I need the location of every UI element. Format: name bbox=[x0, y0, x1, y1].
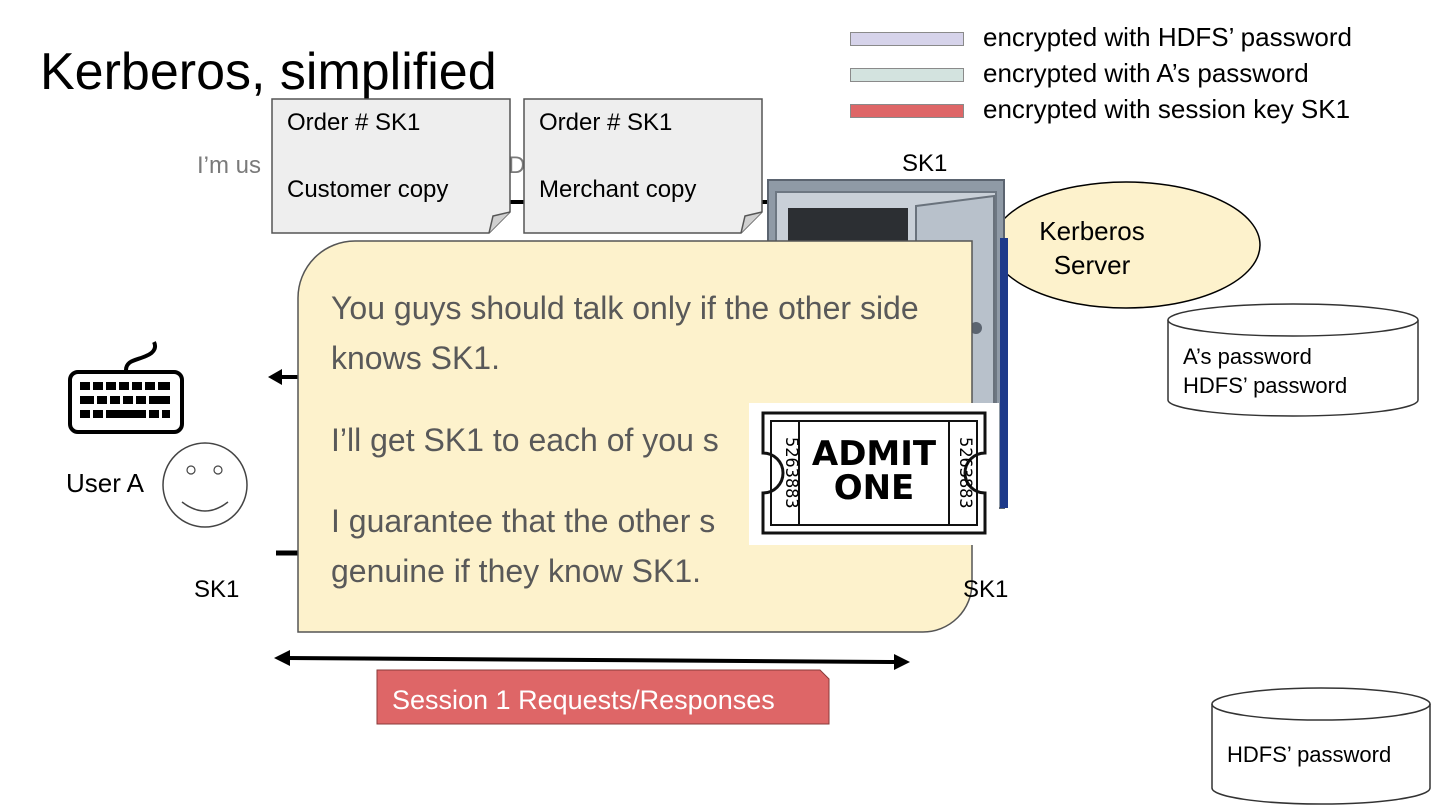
customer-copy-note bbox=[271, 98, 511, 234]
kerberos-server-label: Kerberos Server bbox=[1022, 214, 1162, 282]
ticket-serial-right: 5263883 bbox=[955, 437, 975, 509]
database-icon bbox=[1167, 303, 1419, 417]
legend-swatch-user-a bbox=[850, 68, 964, 82]
hdfs-database-label: HDFS’ password bbox=[1227, 742, 1392, 767]
user-session-key-label: SK1 bbox=[194, 576, 240, 603]
kdc-db-line1: A’s password bbox=[1183, 344, 1312, 369]
keyboard-icon bbox=[68, 341, 184, 434]
database-icon bbox=[1211, 687, 1431, 805]
merchant-note-line2: Merchant copy bbox=[539, 176, 697, 203]
legend-swatch-session bbox=[850, 104, 964, 118]
callout-paragraph-2: I’ll get SK1 to each of you s bbox=[331, 422, 719, 458]
kerberos-server-label-line2: Server bbox=[1053, 250, 1131, 280]
smiley-face-icon bbox=[162, 442, 248, 528]
ticket-line1: ADMIT bbox=[811, 434, 937, 474]
callout-paragraph-3-line2: genuine if they know SK1. bbox=[331, 553, 702, 589]
merchant-note-line1: Order # SK1 bbox=[539, 109, 673, 136]
merchant-copy-note bbox=[523, 98, 763, 234]
ticket-text: ADMIT ONE bbox=[801, 437, 947, 505]
legend-label-user-a: encrypted with A’s password bbox=[983, 58, 1309, 88]
faint-background-text: I’m us bbox=[197, 152, 262, 179]
ticket-icon: 5263883 5263883 ADMIT ONE bbox=[749, 403, 999, 545]
callout-paragraph-3: I guarantee that the other s genuine if … bbox=[331, 496, 951, 596]
customer-note-line2: Customer copy bbox=[287, 176, 449, 203]
ticket-line2: ONE bbox=[833, 468, 915, 508]
ticket-outline bbox=[761, 411, 987, 535]
service-session-key-label: SK1 bbox=[963, 576, 1009, 603]
legend-label-session: encrypted with session key SK1 bbox=[983, 94, 1351, 124]
ticket-serial-left: 5263883 bbox=[781, 437, 801, 509]
kerberos-server-label-line1: Kerberos bbox=[1039, 216, 1145, 246]
faint-background-text-fragment: D bbox=[508, 152, 526, 179]
legend-swatch-hdfs bbox=[850, 32, 964, 46]
server-session-key-label: SK1 bbox=[902, 150, 948, 177]
session-double-arrow bbox=[274, 650, 910, 670]
kdc-database-label: A’s password HDFS’ password bbox=[1183, 342, 1347, 400]
session-requests-label: Session 1 Requests/Responses bbox=[392, 685, 775, 715]
customer-note-line1: Order # SK1 bbox=[287, 109, 421, 136]
session-requests-box bbox=[376, 669, 830, 725]
callout-paragraph-3-line1: I guarantee that the other s bbox=[331, 503, 716, 539]
callout-paragraph-1: You guys should talk only if the other s… bbox=[331, 290, 919, 376]
slide-title: Kerberos, simplified bbox=[40, 43, 497, 101]
user-a-label: User A bbox=[66, 468, 145, 498]
legend-label-hdfs: encrypted with HDFS’ password bbox=[983, 22, 1352, 52]
kdc-db-line2: HDFS’ password bbox=[1183, 373, 1348, 398]
